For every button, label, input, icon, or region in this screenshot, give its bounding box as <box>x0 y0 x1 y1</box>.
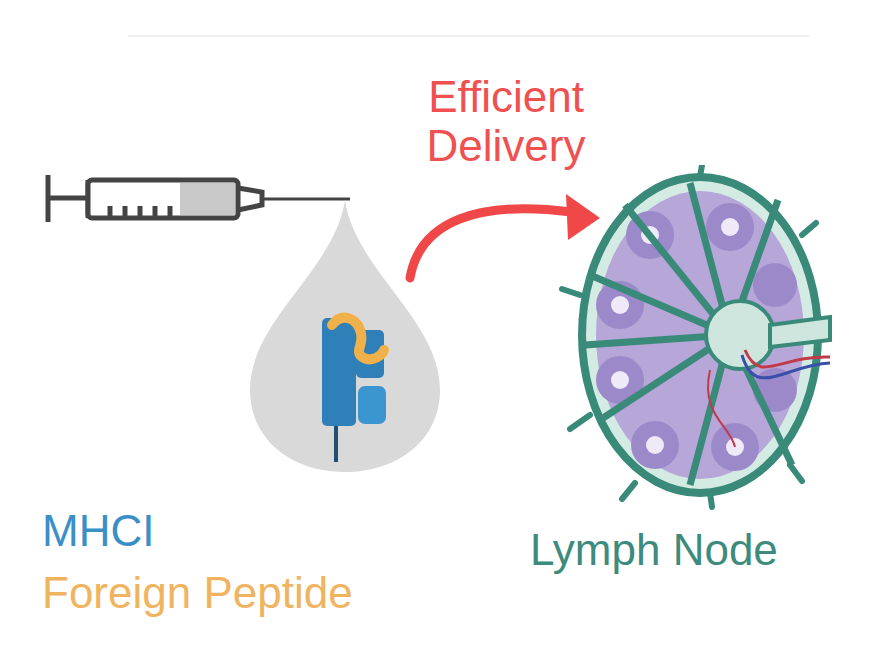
lymph-node: Lymph Node <box>530 165 840 575</box>
mhc-molecule <box>322 318 386 462</box>
legend-text: MHCI <box>42 506 154 555</box>
top-rule <box>128 35 810 37</box>
syringe <box>48 175 350 222</box>
node-caption: Lymph Node <box>530 525 778 575</box>
arrow-label: Efficient Delivery <box>406 72 606 171</box>
delivery-arrow <box>410 194 600 278</box>
lymph-node-shape <box>530 165 840 510</box>
legend-text: Foreign Peptide <box>42 568 353 617</box>
droplet <box>250 200 440 472</box>
